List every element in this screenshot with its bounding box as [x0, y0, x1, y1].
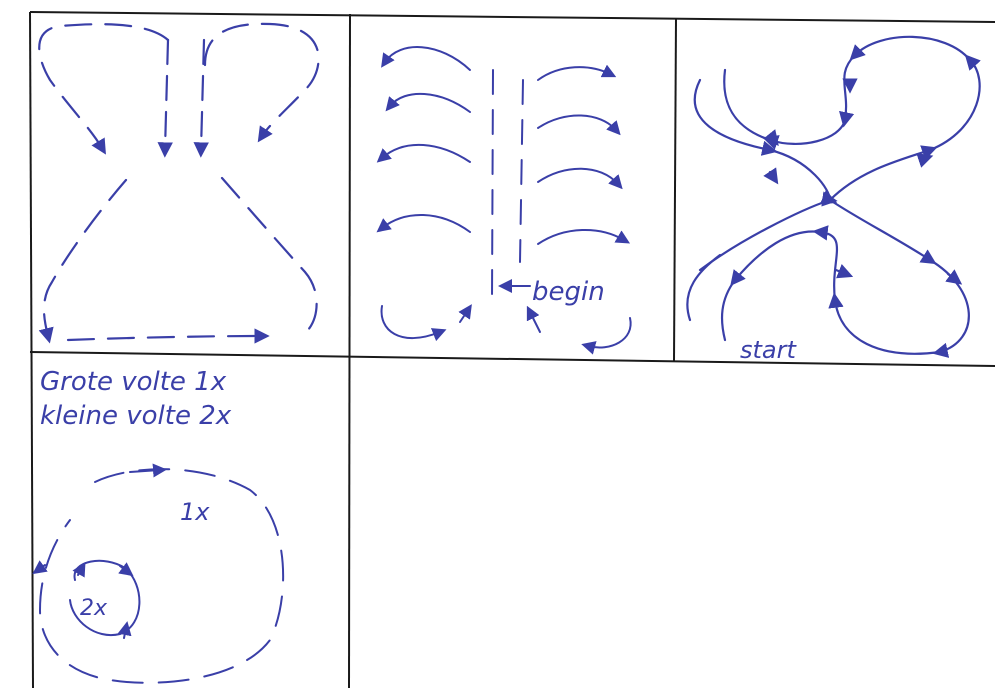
serpentine-bottom-right — [581, 317, 632, 355]
hourglass-lower-left — [38, 178, 128, 344]
large-circle-arrow — [129, 463, 167, 478]
small-circle-arrow-1 — [72, 561, 86, 578]
instruction-line-1: Grote volte 1x — [40, 367, 227, 397]
serpentine-bottom-left — [380, 305, 447, 342]
serpentine-arrow-up-2 — [526, 305, 541, 333]
serpentine-curve-left-4 — [376, 213, 471, 233]
serpentine-curve-right-2 — [537, 114, 621, 136]
serpentine-curve-right-1 — [537, 64, 617, 81]
figure-eight-arrow-1 — [763, 129, 779, 147]
figure-eight-arrow-3 — [916, 153, 934, 168]
small-count-label: 2x — [80, 596, 108, 621]
figure-eight-lower-loop — [698, 191, 970, 358]
hourglass-lower-right — [220, 176, 318, 332]
panel-serpentine: begin — [376, 46, 632, 355]
figure-eight-arrow-5 — [834, 263, 854, 279]
serpentine-curve-left-1 — [381, 46, 471, 71]
start-label: start — [740, 336, 797, 364]
serpentine-curve-right-3 — [537, 167, 623, 190]
hourglass-bottom — [66, 328, 270, 344]
serpentine-curve-left-2 — [385, 93, 471, 113]
panel-hourglass — [38, 22, 320, 344]
serpentine-arrow-up-1 — [458, 304, 472, 323]
begin-label: begin — [532, 277, 605, 307]
small-circle — [69, 559, 141, 637]
large-count-label: 1x — [180, 498, 210, 526]
panel-grid — [29, 11, 995, 688]
panel-circles: Grote volte 1x kleine volte 2x 1x 2x — [32, 367, 285, 684]
serpentine-centre-right — [519, 79, 524, 263]
large-circle-arrow-left — [32, 560, 48, 575]
figure-eight-arrow-6 — [945, 269, 963, 285]
serpentine-curve-right-4 — [537, 229, 631, 245]
hourglass-center-left — [157, 38, 173, 158]
figure-eight-arrow-2 — [763, 167, 779, 185]
figure-eight-upper-loop — [693, 35, 981, 205]
large-circle — [38, 468, 285, 684]
small-circle-arrow-3 — [117, 621, 132, 639]
hourglass-top-left-loop — [38, 23, 170, 155]
panel-figure-eight: start — [686, 35, 981, 364]
instruction-line-2: kleine volte 2x — [40, 401, 232, 431]
serpentine-curve-left-3 — [376, 143, 471, 163]
hourglass-top-right-loop — [203, 22, 320, 143]
figure-eight-outer-left — [686, 253, 722, 322]
hourglass-center-right — [193, 38, 209, 158]
serpentine-centre-left — [491, 69, 494, 301]
small-circle-arrow-2 — [118, 562, 134, 577]
